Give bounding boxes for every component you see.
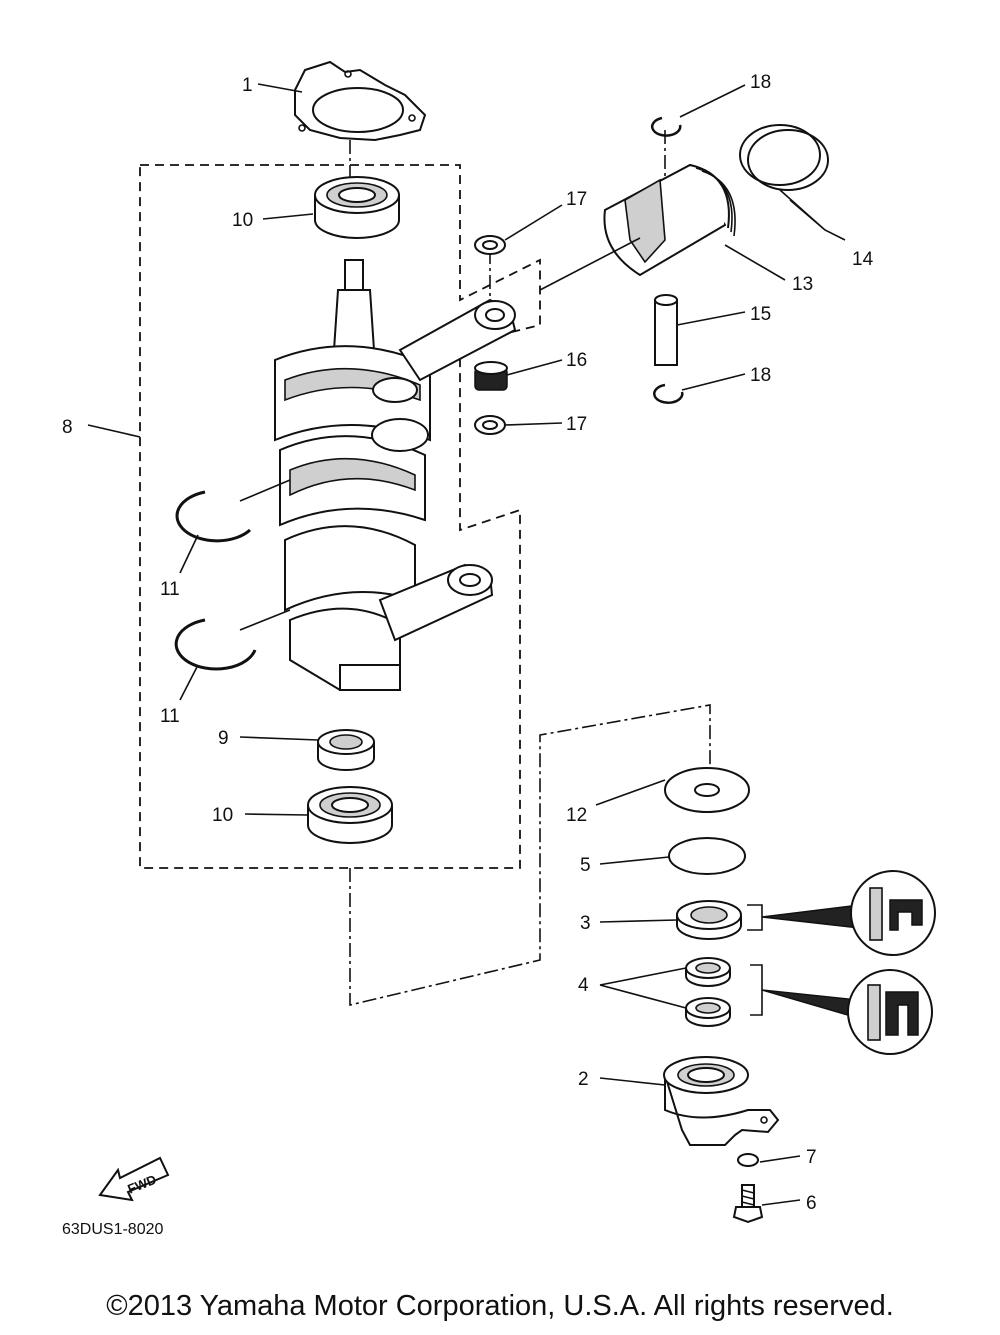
callout-2: 2: [578, 1069, 589, 1090]
callout-5: 5: [580, 855, 591, 876]
oil-seal-pair: [685, 957, 731, 1027]
callout-13: 13: [792, 274, 813, 295]
callout-17-upper: 17: [566, 189, 587, 210]
callout-18-upper: 18: [750, 72, 771, 93]
piston-clip-lower: [653, 383, 684, 404]
seal-centerline: [349, 704, 711, 1007]
callout-4: 4: [578, 975, 589, 996]
piston: [603, 163, 736, 277]
callout-18-lower: 18: [750, 365, 771, 386]
diagram-code: 63DUS1-8020: [62, 1221, 164, 1238]
upper-connecting-rod: [398, 298, 517, 382]
callout-10-upper: 10: [232, 210, 253, 231]
callout-9: 9: [218, 728, 229, 749]
callout-3: 3: [580, 913, 591, 934]
callout-1: 1: [242, 75, 253, 96]
seal-detail-upper: [747, 870, 936, 956]
callout-8: 8: [62, 417, 73, 438]
needle-bearing: [474, 361, 508, 391]
seal-housing: [663, 1056, 780, 1146]
piston-pin: [654, 294, 678, 366]
copyright-notice: ©2013 Yamaha Motor Corporation, U.S.A. A…: [106, 1290, 894, 1322]
leader-lines: [87, 83, 846, 1206]
callout-10-lower: 10: [212, 805, 233, 826]
lower-seal: [317, 729, 375, 771]
gasket: [294, 60, 427, 142]
thrust-washer: [664, 767, 750, 813]
seal-detail-lower: [750, 964, 933, 1055]
upper-bearing: [314, 176, 400, 239]
callout-17-lower: 17: [566, 414, 587, 435]
callout-7: 7: [806, 1147, 817, 1168]
oil-seal: [676, 900, 742, 940]
crank-ring-lower: [174, 618, 257, 671]
forward-arrow-icon: FWD: [98, 1156, 170, 1202]
piston-clip-upper: [650, 116, 682, 137]
crank-ring-upper: [175, 490, 252, 543]
lower-bearing: [307, 786, 393, 844]
housing-bolt: [732, 1184, 764, 1224]
o-ring: [668, 837, 746, 875]
callout-6: 6: [806, 1193, 817, 1214]
piston-rings: [739, 124, 829, 191]
callout-11-upper: 11: [160, 579, 180, 600]
callout-11-lower: 11: [160, 706, 180, 727]
callout-12: 12: [566, 805, 587, 826]
callout-16: 16: [566, 350, 587, 371]
callout-14: 14: [852, 249, 874, 270]
crankshaft: [274, 259, 431, 692]
callout-15: 15: [750, 304, 771, 325]
bolt-washer: [737, 1153, 759, 1167]
lower-connecting-rod: [378, 563, 494, 642]
